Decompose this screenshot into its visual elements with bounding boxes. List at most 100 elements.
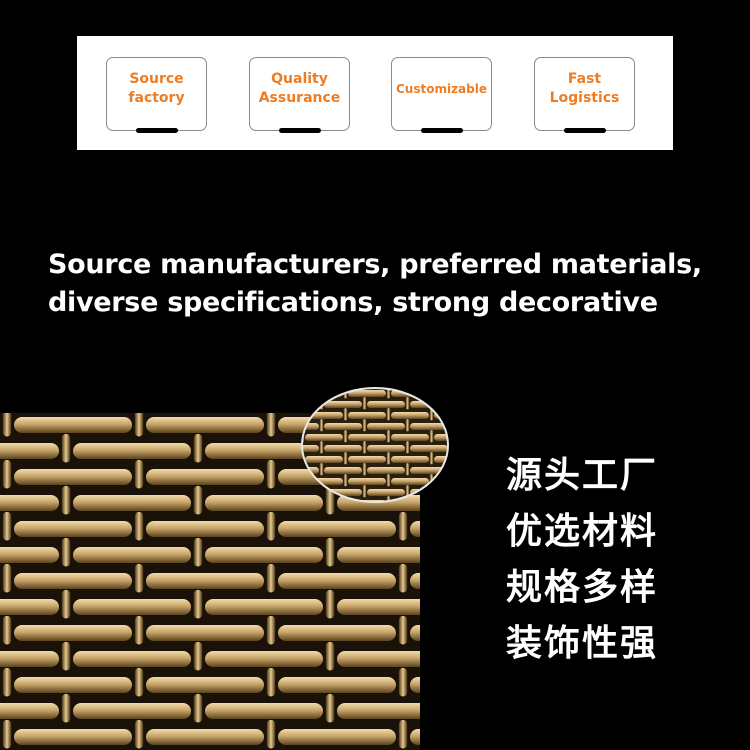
mesh-flat-bar [348,390,386,397]
mesh-crimp-wire [449,463,450,475]
chinese-feature-list: 源头工厂 优选材料 规格多样 装饰性强 [506,448,706,672]
mesh-crimp-wire [386,474,391,487]
mesh-crimp-wire [61,693,71,723]
mesh-flat-bar [14,677,132,693]
mesh-flat-bar [146,573,264,589]
mesh-crimp-wire [325,693,335,723]
mesh-crimp-wire [193,485,203,515]
mesh-flat-bar [73,703,191,719]
mesh-flat-bar [302,445,319,452]
mesh-crimp-wire [343,474,348,487]
badge-underline [278,128,321,133]
mesh-flat-bar [367,467,405,474]
mesh-flat-bar [278,729,396,745]
mesh-crimp-wire [266,511,276,541]
mesh-flat-bar [367,445,405,452]
mesh-crimp-wire [61,433,71,463]
mesh-flat-bar [14,521,132,537]
mesh-crimp-wire [193,433,203,463]
mesh-flat-bar [205,547,323,563]
mesh-flat-bar [410,423,448,430]
mesh-flat-bar [391,456,429,463]
mesh-crimp-wire [2,615,12,645]
mesh-crimp-wire [193,693,203,723]
mesh-crimp-wire [429,408,434,421]
mesh-flat-bar [434,456,448,463]
mesh-crimp-wire [134,413,144,437]
mesh-crimp-wire [266,719,276,749]
mesh-flat-bar [14,469,132,485]
badge-source-factory: Source factory [106,57,207,133]
mesh-flat-bar [305,456,343,463]
badge-quality-assurance: Quality Assurance [249,57,350,133]
badge-customizable: Customizable [391,57,492,133]
mesh-flat-bar [146,521,264,537]
mesh-crimp-wire [398,719,408,749]
mesh-crimp-wire [325,641,335,671]
mesh-crimp-wire [2,667,12,697]
mesh-crimp-wire [302,474,305,487]
mesh-flat-bar [73,443,191,459]
mesh-flat-bar [205,599,323,615]
mesh-flat-bar [278,625,396,641]
mesh-crimp-wire [266,563,276,593]
mesh-flat-bar [410,521,420,537]
mesh-flat-bar [146,625,264,641]
mesh-crimp-wire [386,408,391,421]
mesh-flat-bar [205,443,323,459]
feature-badge-strip: Source factory Quality Assurance Customi… [77,36,673,150]
mesh-flat-bar [337,599,420,615]
mesh-flat-bar [0,651,59,667]
mesh-flat-bar [348,478,386,485]
mesh-crimp-wire [449,419,450,431]
mesh-crimp-wire [343,430,348,443]
mesh-flat-bar [410,573,420,589]
mesh-crimp-wire [266,667,276,697]
mesh-crimp-wire [386,452,391,465]
mesh-crimp-wire [266,413,276,437]
mesh-crimp-wire [193,589,203,619]
mesh-flat-bar [146,677,264,693]
mesh-crimp-wire [398,563,408,593]
mesh-flat-bar [0,599,59,615]
mesh-crimp-wire [343,408,348,421]
mesh-flat-bar [391,478,429,485]
mesh-crimp-wire [193,537,203,567]
mesh-flat-bar [367,401,405,408]
mesh-crimp-wire [302,496,305,502]
mesh-crimp-wire [405,419,410,432]
badge-label: Fast Logistics [549,71,620,106]
mesh-flat-bar [305,500,343,502]
mesh-crimp-wire [61,485,71,515]
badge-label: Source factory [128,71,185,106]
mesh-flat-bar [205,703,323,719]
mesh-crimp-wire [429,452,434,465]
feature-source-factory: 源头工厂 [506,455,659,496]
badge-underline [420,128,463,133]
mesh-flat-bar [302,401,319,408]
mesh-crimp-wire [134,511,144,541]
mesh-flat-bar [146,469,264,485]
mesh-flat-bar [73,599,191,615]
mesh-crimp-wire [266,615,276,645]
mesh-flat-bar [0,443,59,459]
mesh-flat-bar [302,489,319,496]
mesh-crimp-wire [325,537,335,567]
mesh-crimp-wire [398,615,408,645]
mesh-flat-bar [410,677,420,693]
mesh-crimp-wire [266,459,276,489]
feature-strong-decorative: 装饰性强 [506,623,659,664]
mesh-flat-bar [14,417,132,433]
mesh-crimp-wire [325,485,335,515]
mesh-flat-bar [434,390,448,397]
mesh-crimp-wire [319,441,324,454]
mesh-flat-bar [367,423,405,430]
mesh-crimp-wire [134,719,144,749]
mesh-closeup-inset [301,387,450,503]
mesh-flat-bar [278,677,396,693]
mesh-flat-bar [73,495,191,511]
mesh-flat-bar [348,434,386,441]
mesh-flat-bar [391,434,429,441]
mesh-flat-bar [14,729,132,745]
mesh-flat-bar [337,703,420,719]
